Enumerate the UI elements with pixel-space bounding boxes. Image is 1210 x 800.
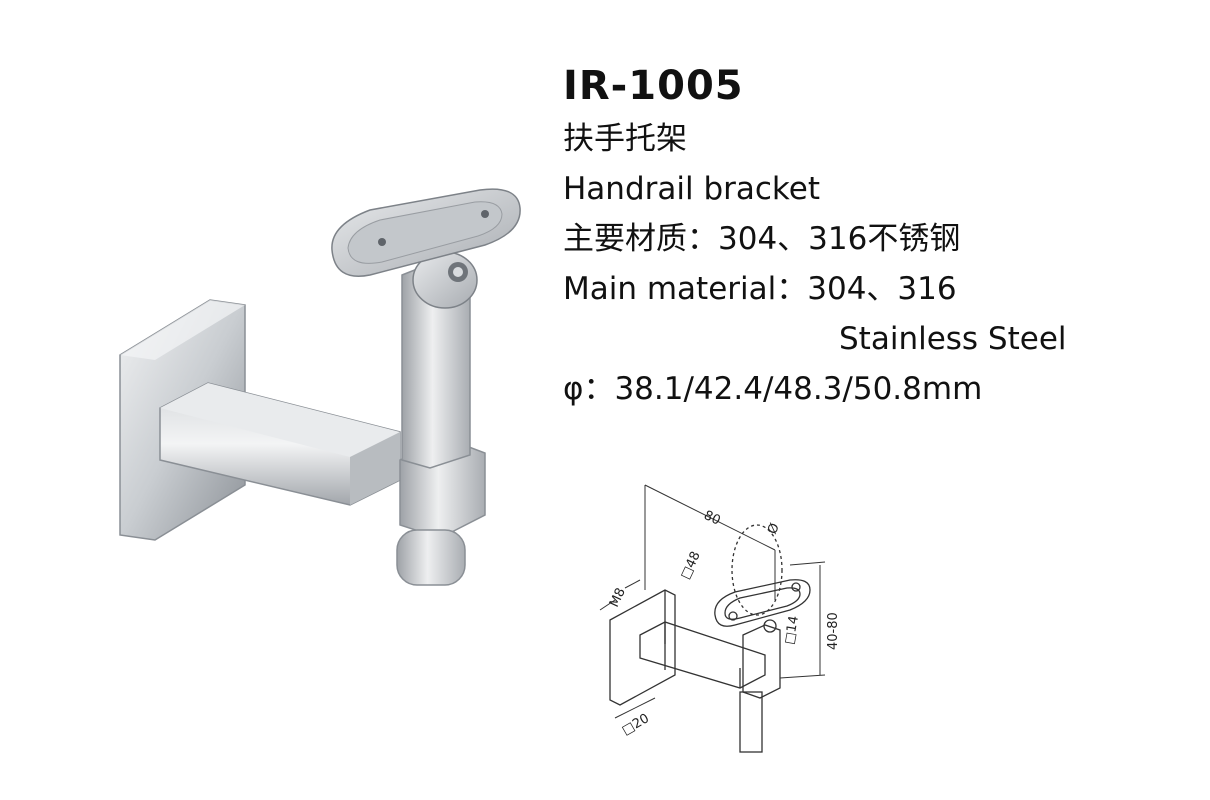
dim-post-label: □14 <box>782 615 802 646</box>
product-code: IR-1005 <box>563 63 744 109</box>
dim-plate-label: □20 <box>620 711 652 738</box>
bottom-stub <box>396 529 466 586</box>
dim-arm-label: □48 <box>678 549 704 581</box>
drawing-handrail-outline <box>731 524 783 616</box>
drawing-post <box>739 624 781 753</box>
product-name-en: Handrail bracket <box>563 171 820 207</box>
dim-diameter-label: Ø <box>765 521 783 537</box>
dim-height-label: 40-80 <box>826 612 841 650</box>
diameter-spec: φ：38.1/42.4/48.3/50.8mm <box>563 371 983 407</box>
drawing-saddle <box>714 579 811 633</box>
technical-drawing: 80 Ø □48 M8 □14 40-80 □20 <box>599 484 841 753</box>
dimension-lines <box>599 484 826 719</box>
material-en-continued: Stainless Steel <box>839 321 1067 357</box>
dim-length-label: 80 <box>701 508 722 529</box>
drawing-arm <box>639 621 766 689</box>
material-en: Main material：304、316 <box>563 271 957 307</box>
dim-screw-label: M8 <box>607 586 629 610</box>
product-name-cn: 扶手托架 <box>563 121 687 157</box>
material-cn: 主要材质：304、316不锈钢 <box>563 221 961 257</box>
saddle-plate <box>331 188 521 277</box>
spec-block: IR-1005 扶手托架 Handrail bracket 主要材质：304、3… <box>563 58 1163 414</box>
product-photo <box>119 188 521 586</box>
swivel-joint <box>412 251 478 309</box>
